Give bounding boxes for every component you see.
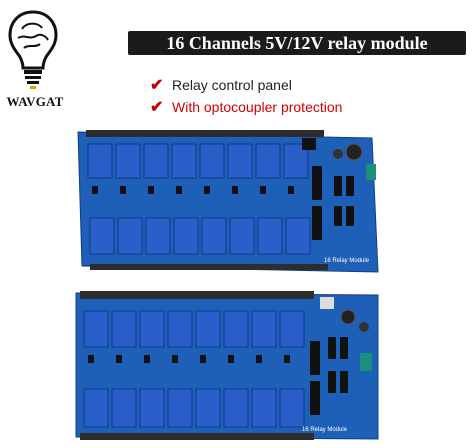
title-banner: 16 Channels 5V/12V relay module (128, 31, 466, 55)
feature-text: With optocoupler protection (172, 99, 343, 115)
brand-logo: WAVGAT (4, 4, 63, 116)
feature-text: Relay control panel (172, 77, 292, 93)
relay-board-bottom: 16 Relay Module (72, 287, 384, 443)
check-icon: ✔ (150, 77, 164, 94)
feature-item: ✔ Relay control panel (150, 76, 292, 94)
brand-name: WAVGAT (6, 94, 64, 109)
banner-title: 16 Channels 5V/12V relay module (166, 33, 428, 53)
relay-board-top: 16 Relay Module (72, 126, 384, 278)
feature-item: ✔ With optocoupler protection (150, 98, 342, 116)
relay-board-image: 16 Relay Module (75, 291, 379, 440)
check-icon: ✔ (150, 99, 164, 116)
relay-board-image: 16 Relay Module (77, 130, 379, 273)
lightbulb-brain-icon (8, 10, 58, 89)
module-label: 16 Relay Module (302, 427, 348, 433)
module-label: 16 Relay Module (324, 258, 370, 264)
